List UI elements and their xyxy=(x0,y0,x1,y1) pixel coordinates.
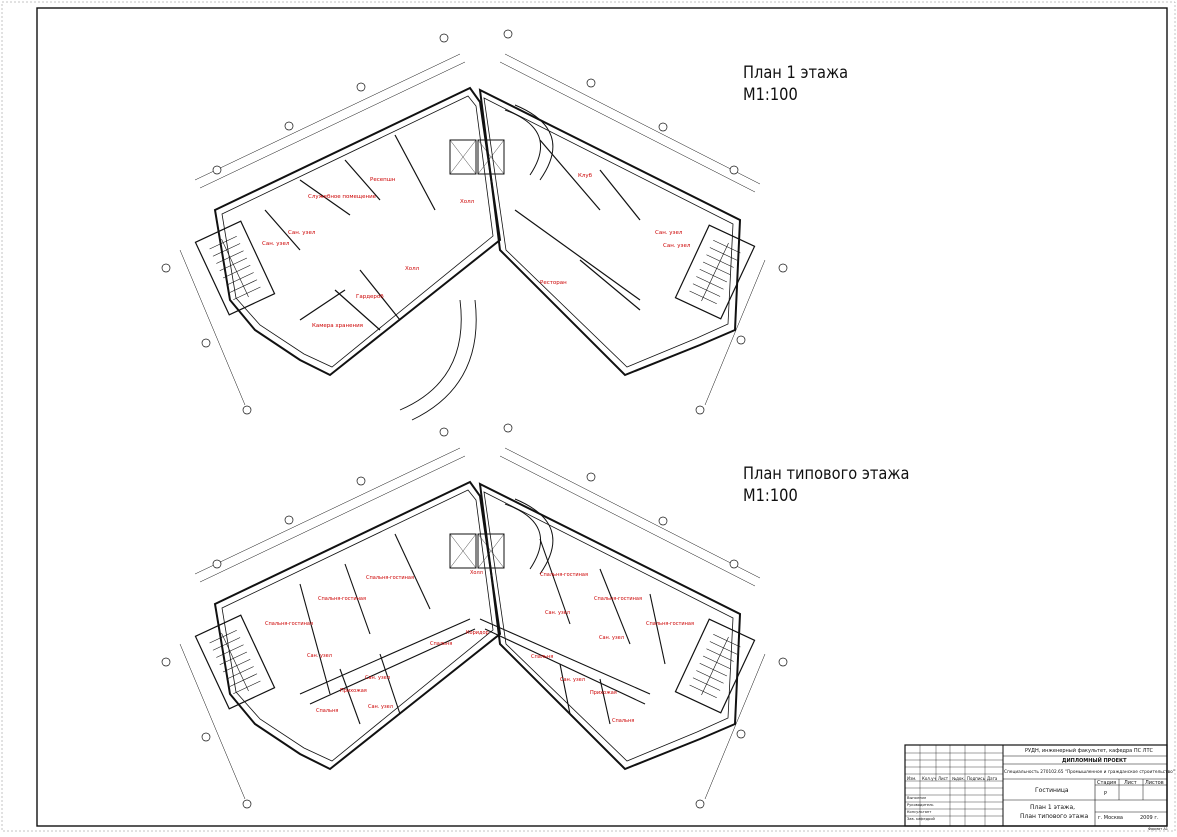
room-wc-1: Сан. узел xyxy=(288,230,316,236)
room-bedroom-l2: Спальня xyxy=(316,708,338,714)
room-bedroom-r2: Спальня xyxy=(612,718,634,724)
tb-col-2: Лист xyxy=(938,776,949,781)
tb-role-2: Консультант xyxy=(907,810,932,814)
room-service: Служебное помещение xyxy=(308,194,377,200)
room-wc-l1: Сан. узел xyxy=(307,653,332,659)
tb-sheet-name-1: План 1 этажа, xyxy=(1030,804,1076,811)
tb-project: ДИПЛОМНЫЙ ПРОЕКТ xyxy=(1062,758,1127,764)
tb-col-5: Дата xyxy=(987,776,998,781)
room-club: Клуб xyxy=(578,173,593,179)
room-wc-l2: Сан. узел xyxy=(365,675,390,681)
tb-year: 2009 г. xyxy=(1140,815,1159,821)
tb-role-0: Выполнил xyxy=(907,796,927,800)
room-hallway-l: Прихожая xyxy=(340,688,367,694)
room-wc-r2: Сан. узел xyxy=(599,635,624,641)
tb-role-1: Руководитель xyxy=(907,803,934,807)
room-living-l3: Спальня-гостиная xyxy=(265,621,313,627)
room-bedroom-r1: Спальня xyxy=(531,654,553,660)
room-bedroom-l1: Спальня xyxy=(430,641,452,647)
room-living-r3: Спальня-гостиная xyxy=(646,621,694,627)
room-living-l2: Спальня-гостиная xyxy=(318,596,366,602)
tb-col-sheets: Листов xyxy=(1145,780,1164,786)
tb-object: Гостиница xyxy=(1035,787,1069,794)
tb-org: РУДН, инженерный факультет, кафедра ПС Л… xyxy=(1025,748,1153,754)
room-restaurant: Ресторан xyxy=(540,280,567,286)
drawing-frame xyxy=(36,7,1168,827)
room-wc-l3: Сан. узел xyxy=(368,704,393,710)
room-living-r1: Спальня-гостиная xyxy=(540,572,588,578)
tb-stage-value: Р xyxy=(1104,791,1108,797)
tb-col-1: Кол.уч xyxy=(922,776,936,781)
room-hall-2: Холл xyxy=(405,266,420,272)
room-hallway-r: Прихожая xyxy=(590,690,617,696)
tb-sheet-name-2: План типового этажа xyxy=(1020,813,1089,820)
room-reception: Ресепшн xyxy=(370,177,396,183)
tb-col-3: №док. xyxy=(952,776,966,781)
tb-col-sheet: Лист xyxy=(1124,780,1137,786)
plan-1-floor-drawing: Ресепшн Служебное помещение Сан. узел Са… xyxy=(161,29,788,421)
room-living-l1: Спальня-гостиная xyxy=(366,575,414,581)
tb-col-stage: Стадия xyxy=(1097,780,1117,786)
plan-typical-title: План типового этажа М1:100 xyxy=(743,463,909,507)
plan-typical-title-line1: План типового этажа xyxy=(743,464,910,484)
room-living-r2: Спальня-гостиная xyxy=(594,596,642,602)
room-hall: Холл xyxy=(470,570,483,576)
tb-col-0: Изм. xyxy=(907,776,917,781)
tb-col-4: Подпись xyxy=(967,776,985,781)
room-wc-3: Сан. узел xyxy=(655,230,683,236)
tb-format: Формат А1 xyxy=(1148,827,1168,831)
title-block-grid xyxy=(904,744,1168,827)
tb-role-3: Зав. кафедрой xyxy=(907,817,935,821)
room-storage: Камера хранения xyxy=(312,323,363,329)
tb-speciality: Специальность 270102.65 "Промышленное и … xyxy=(1004,770,1175,775)
tb-city: г. Москва xyxy=(1098,815,1123,821)
plan-typical-scale: М1:100 xyxy=(743,486,798,506)
plan-1-title: План 1 этажа М1:100 xyxy=(743,62,848,106)
room-wc-2: Сан. узел xyxy=(262,241,290,247)
plan-1-title-line1: План 1 этажа xyxy=(743,63,849,83)
plan-typical-floor-drawing: Холл Спальня-гостиная Спальня-гостиная С… xyxy=(161,423,788,809)
room-hall-1: Холл xyxy=(460,199,475,205)
room-wc-r3: Сан. узел xyxy=(560,677,585,683)
plan-1-scale: М1:100 xyxy=(743,85,798,105)
room-wardrobe: Гардероб xyxy=(356,294,384,300)
room-corridor: Коридор xyxy=(466,630,489,636)
room-wc-4: Сан. узел xyxy=(663,243,691,249)
room-wc-r1: Сан. узел xyxy=(545,610,570,616)
